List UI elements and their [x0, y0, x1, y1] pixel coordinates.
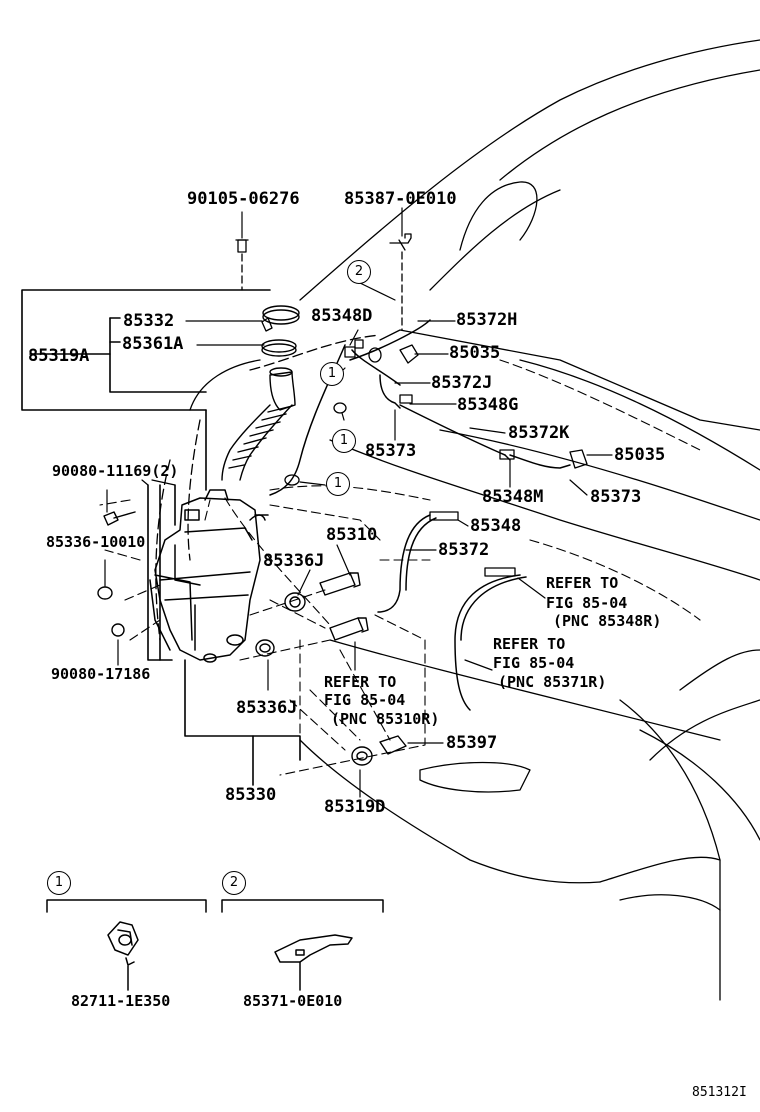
leader-lines: [104, 207, 613, 798]
phantom-lines: [99, 359, 701, 776]
label-85372: 85372: [438, 540, 490, 560]
callout-1-lower: 1: [326, 472, 350, 496]
label-82711-1E350: 82711-1E350: [71, 992, 171, 1010]
washer-reservoir: [149, 489, 266, 663]
label-90080-17186: 90080-17186: [51, 665, 151, 683]
pumps-and-grommets: [97, 511, 407, 766]
refer-85310R-line1: REFER TO: [324, 673, 397, 691]
label-85348G: 85348G: [457, 395, 519, 415]
label-85330: 85330: [225, 785, 277, 805]
refer-85371R-line1: REFER TO: [493, 635, 566, 653]
label-85348D: 85348D: [311, 306, 373, 326]
label-85397: 85397: [446, 733, 498, 753]
label-85310: 85310: [326, 525, 378, 545]
figure-code: 851312I: [692, 1085, 747, 1100]
refer-85348R-line2: FIG 85-04: [546, 594, 628, 612]
label-85348: 85348: [470, 516, 522, 536]
label-85372H: 85372H: [456, 310, 518, 330]
filler-neck-assembly: [221, 305, 300, 481]
label-85336-10010: 85336-10010: [46, 533, 146, 551]
hose-joints: [261, 317, 588, 577]
detail-group-brackets: [46, 899, 384, 913]
refer-85371R-line3: (PNC 85371R): [498, 673, 607, 691]
refer-85310R-line3: (PNC 85310R): [331, 710, 440, 728]
vehicle-body-outline: [155, 39, 760, 1001]
top-fasteners: [235, 233, 412, 331]
label-90105-06276: 90105-06276: [187, 189, 300, 209]
callout-1-middle: 1: [332, 429, 356, 453]
label-85348M: 85348M: [482, 487, 544, 507]
label-85371-0E010: 85371-0E010: [243, 992, 343, 1010]
label-85319A: 85319A: [28, 346, 90, 366]
clip-82711-drawing: [107, 921, 139, 991]
group-boxes: [21, 289, 301, 786]
callout-2-detail: 2: [222, 871, 246, 895]
label-90080-11169: 90080-11169(2): [52, 462, 179, 480]
callout-1-upper: 1: [320, 362, 344, 386]
label-85361A: 85361A: [122, 334, 184, 354]
refer-85348R-line1: REFER TO: [546, 574, 619, 592]
label-85332: 85332: [123, 311, 175, 331]
callout-1-detail: 1: [47, 871, 71, 895]
label-85336J-upper: 85336J: [263, 551, 325, 571]
label-85372J: 85372J: [431, 373, 493, 393]
label-85336J-lower: 85336J: [236, 698, 298, 718]
refer-85348R-line3: (PNC 85348R): [553, 612, 662, 630]
label-85372K: 85372K: [508, 423, 570, 443]
label-85373-upper: 85373: [365, 441, 417, 461]
label-85035-lower: 85035: [614, 445, 666, 465]
callout-2-hose-route: 2: [347, 260, 371, 284]
label-85373-lower: 85373: [590, 487, 642, 507]
label-85035-upper: 85035: [449, 343, 501, 363]
refer-85310R-line2: FIG 85-04: [324, 691, 406, 709]
refer-85371R-line2: FIG 85-04: [493, 654, 575, 672]
label-85319D: 85319D: [324, 797, 386, 817]
bracket-85371-drawing: [274, 934, 353, 991]
label-85387-0E010: 85387-0E010: [344, 189, 457, 209]
